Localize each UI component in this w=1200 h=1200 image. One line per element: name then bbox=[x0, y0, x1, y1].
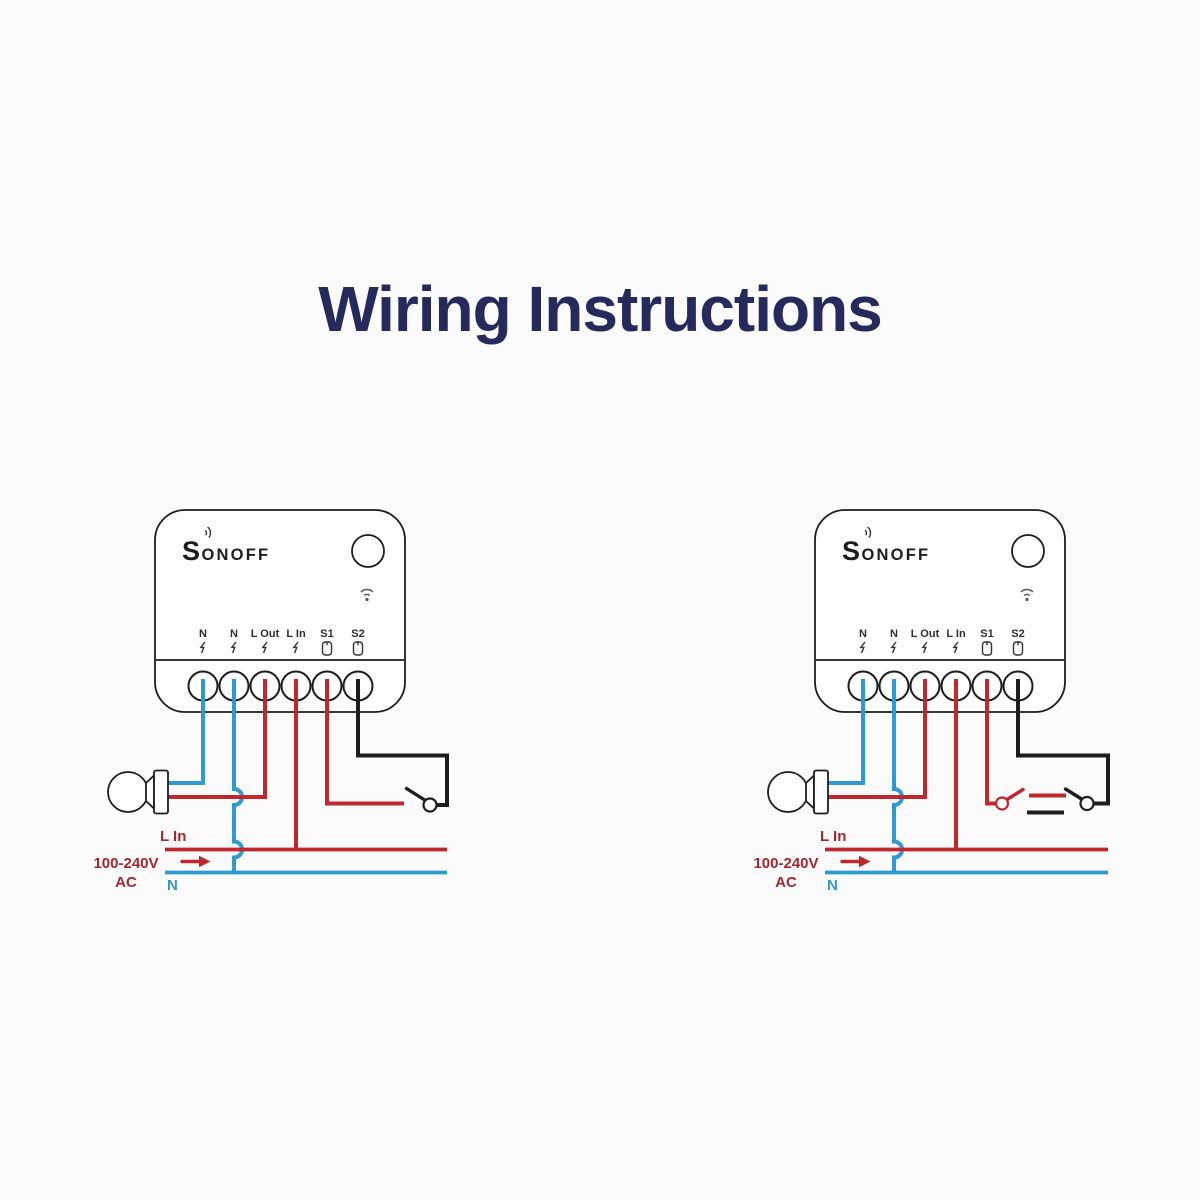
diagram-right: SONOFF N N L Out L In S1 S2 bbox=[753, 509, 1110, 894]
pairing-button bbox=[351, 534, 385, 568]
terminal-label-n2: N bbox=[230, 628, 238, 640]
neutral-wire-to-bus bbox=[892, 679, 904, 872]
line-in-label: L In bbox=[820, 828, 846, 845]
brand-initial: S bbox=[182, 536, 201, 566]
switch-lever bbox=[404, 786, 428, 803]
terminal-label-lin: L In bbox=[286, 628, 306, 640]
external-switch bbox=[404, 786, 438, 813]
terminal-label-s1: S1 bbox=[320, 628, 333, 640]
bulb-neck bbox=[145, 773, 155, 811]
dry-contact-icon bbox=[321, 641, 333, 656]
terminal-label-lin: L In bbox=[946, 628, 966, 640]
device-body bbox=[814, 509, 1066, 713]
lightning-icon bbox=[859, 641, 866, 654]
dry-contact-icon bbox=[352, 641, 364, 656]
terminal-label-n1: N bbox=[199, 628, 207, 640]
lightning-icon bbox=[921, 641, 928, 654]
lightning-icon bbox=[261, 641, 268, 654]
neutral-wire-to-bulb bbox=[168, 679, 205, 785]
bulb-glass bbox=[767, 771, 809, 813]
bulb-socket bbox=[813, 769, 829, 815]
terminal-label-lout: L Out bbox=[911, 628, 940, 640]
brand-rest: ONOFF bbox=[862, 546, 931, 564]
s2-switch-wire bbox=[356, 679, 449, 807]
line-in-label: L In bbox=[160, 828, 186, 845]
light-bulb bbox=[767, 769, 829, 815]
terminal-label-s2: S2 bbox=[351, 628, 364, 640]
bulb-neck bbox=[805, 773, 815, 811]
supply-type-label: AC bbox=[115, 874, 137, 891]
neutral-label: N bbox=[827, 877, 838, 894]
switch-hinge bbox=[422, 797, 438, 813]
live-out-wire-to-bulb bbox=[828, 679, 927, 799]
s1-switch-wire bbox=[325, 679, 404, 806]
lightning-icon bbox=[890, 641, 897, 654]
terminal-label-s2: S2 bbox=[1011, 628, 1024, 640]
sonoff-device: SONOFF N N L Out L In S1 S2 bbox=[814, 509, 1066, 713]
dry-contact-icon bbox=[1012, 641, 1024, 656]
supply-arrow-icon bbox=[180, 855, 211, 868]
brand-logo: SONOFF bbox=[182, 536, 270, 566]
supply-voltage-label: 100-240V bbox=[93, 855, 158, 872]
switch-lever bbox=[1005, 787, 1025, 802]
brand-initial: S bbox=[842, 536, 861, 566]
external-switch-s1 bbox=[994, 787, 1025, 811]
device-body bbox=[154, 509, 406, 713]
wifi-indicator-icon bbox=[1020, 588, 1034, 602]
supply-voltage-label: 100-240V bbox=[753, 855, 818, 872]
terminal-label-s1: S1 bbox=[980, 628, 993, 640]
bulb-socket bbox=[153, 769, 169, 815]
lightning-icon bbox=[292, 641, 299, 654]
switch-lever bbox=[1063, 787, 1084, 801]
terminal-label-n1: N bbox=[859, 628, 867, 640]
switch-hinge bbox=[1079, 795, 1095, 812]
lightning-icon bbox=[952, 641, 959, 654]
s2-switch-wire bbox=[1016, 679, 1110, 806]
terminal-label-n2: N bbox=[890, 628, 898, 640]
sonoff-device: SONOFF N N L Out L In S1 S2 bbox=[154, 509, 406, 713]
bulb-glass bbox=[107, 771, 149, 813]
lightning-icon bbox=[199, 641, 206, 654]
brand-rest: ONOFF bbox=[202, 546, 271, 564]
pairing-button bbox=[1011, 534, 1045, 568]
supply-type-label: AC bbox=[775, 874, 797, 891]
brand-logo: SONOFF bbox=[842, 536, 930, 566]
supply-arrow-icon bbox=[840, 855, 871, 868]
wifi-indicator-icon bbox=[360, 588, 374, 602]
terminal-label-lout: L Out bbox=[251, 628, 280, 640]
neutral-wire-to-bus bbox=[232, 679, 244, 872]
logo-wifi-waves-icon bbox=[204, 526, 212, 539]
switch-hinge bbox=[994, 796, 1010, 811]
external-switch-s2 bbox=[1063, 787, 1095, 812]
page-title: Wiring Instructions bbox=[318, 273, 883, 345]
lightning-icon bbox=[230, 641, 237, 654]
live-out-wire-to-bulb bbox=[168, 679, 267, 799]
light-bulb bbox=[107, 769, 169, 815]
neutral-label: N bbox=[167, 877, 178, 894]
neutral-wire-to-bulb bbox=[828, 679, 865, 785]
logo-wifi-waves-icon bbox=[864, 526, 872, 539]
s1-switch-wire bbox=[985, 679, 996, 806]
diagram-left: SONOFF N N L Out L In S1 S2 bbox=[93, 509, 449, 894]
dry-contact-icon bbox=[981, 641, 993, 656]
